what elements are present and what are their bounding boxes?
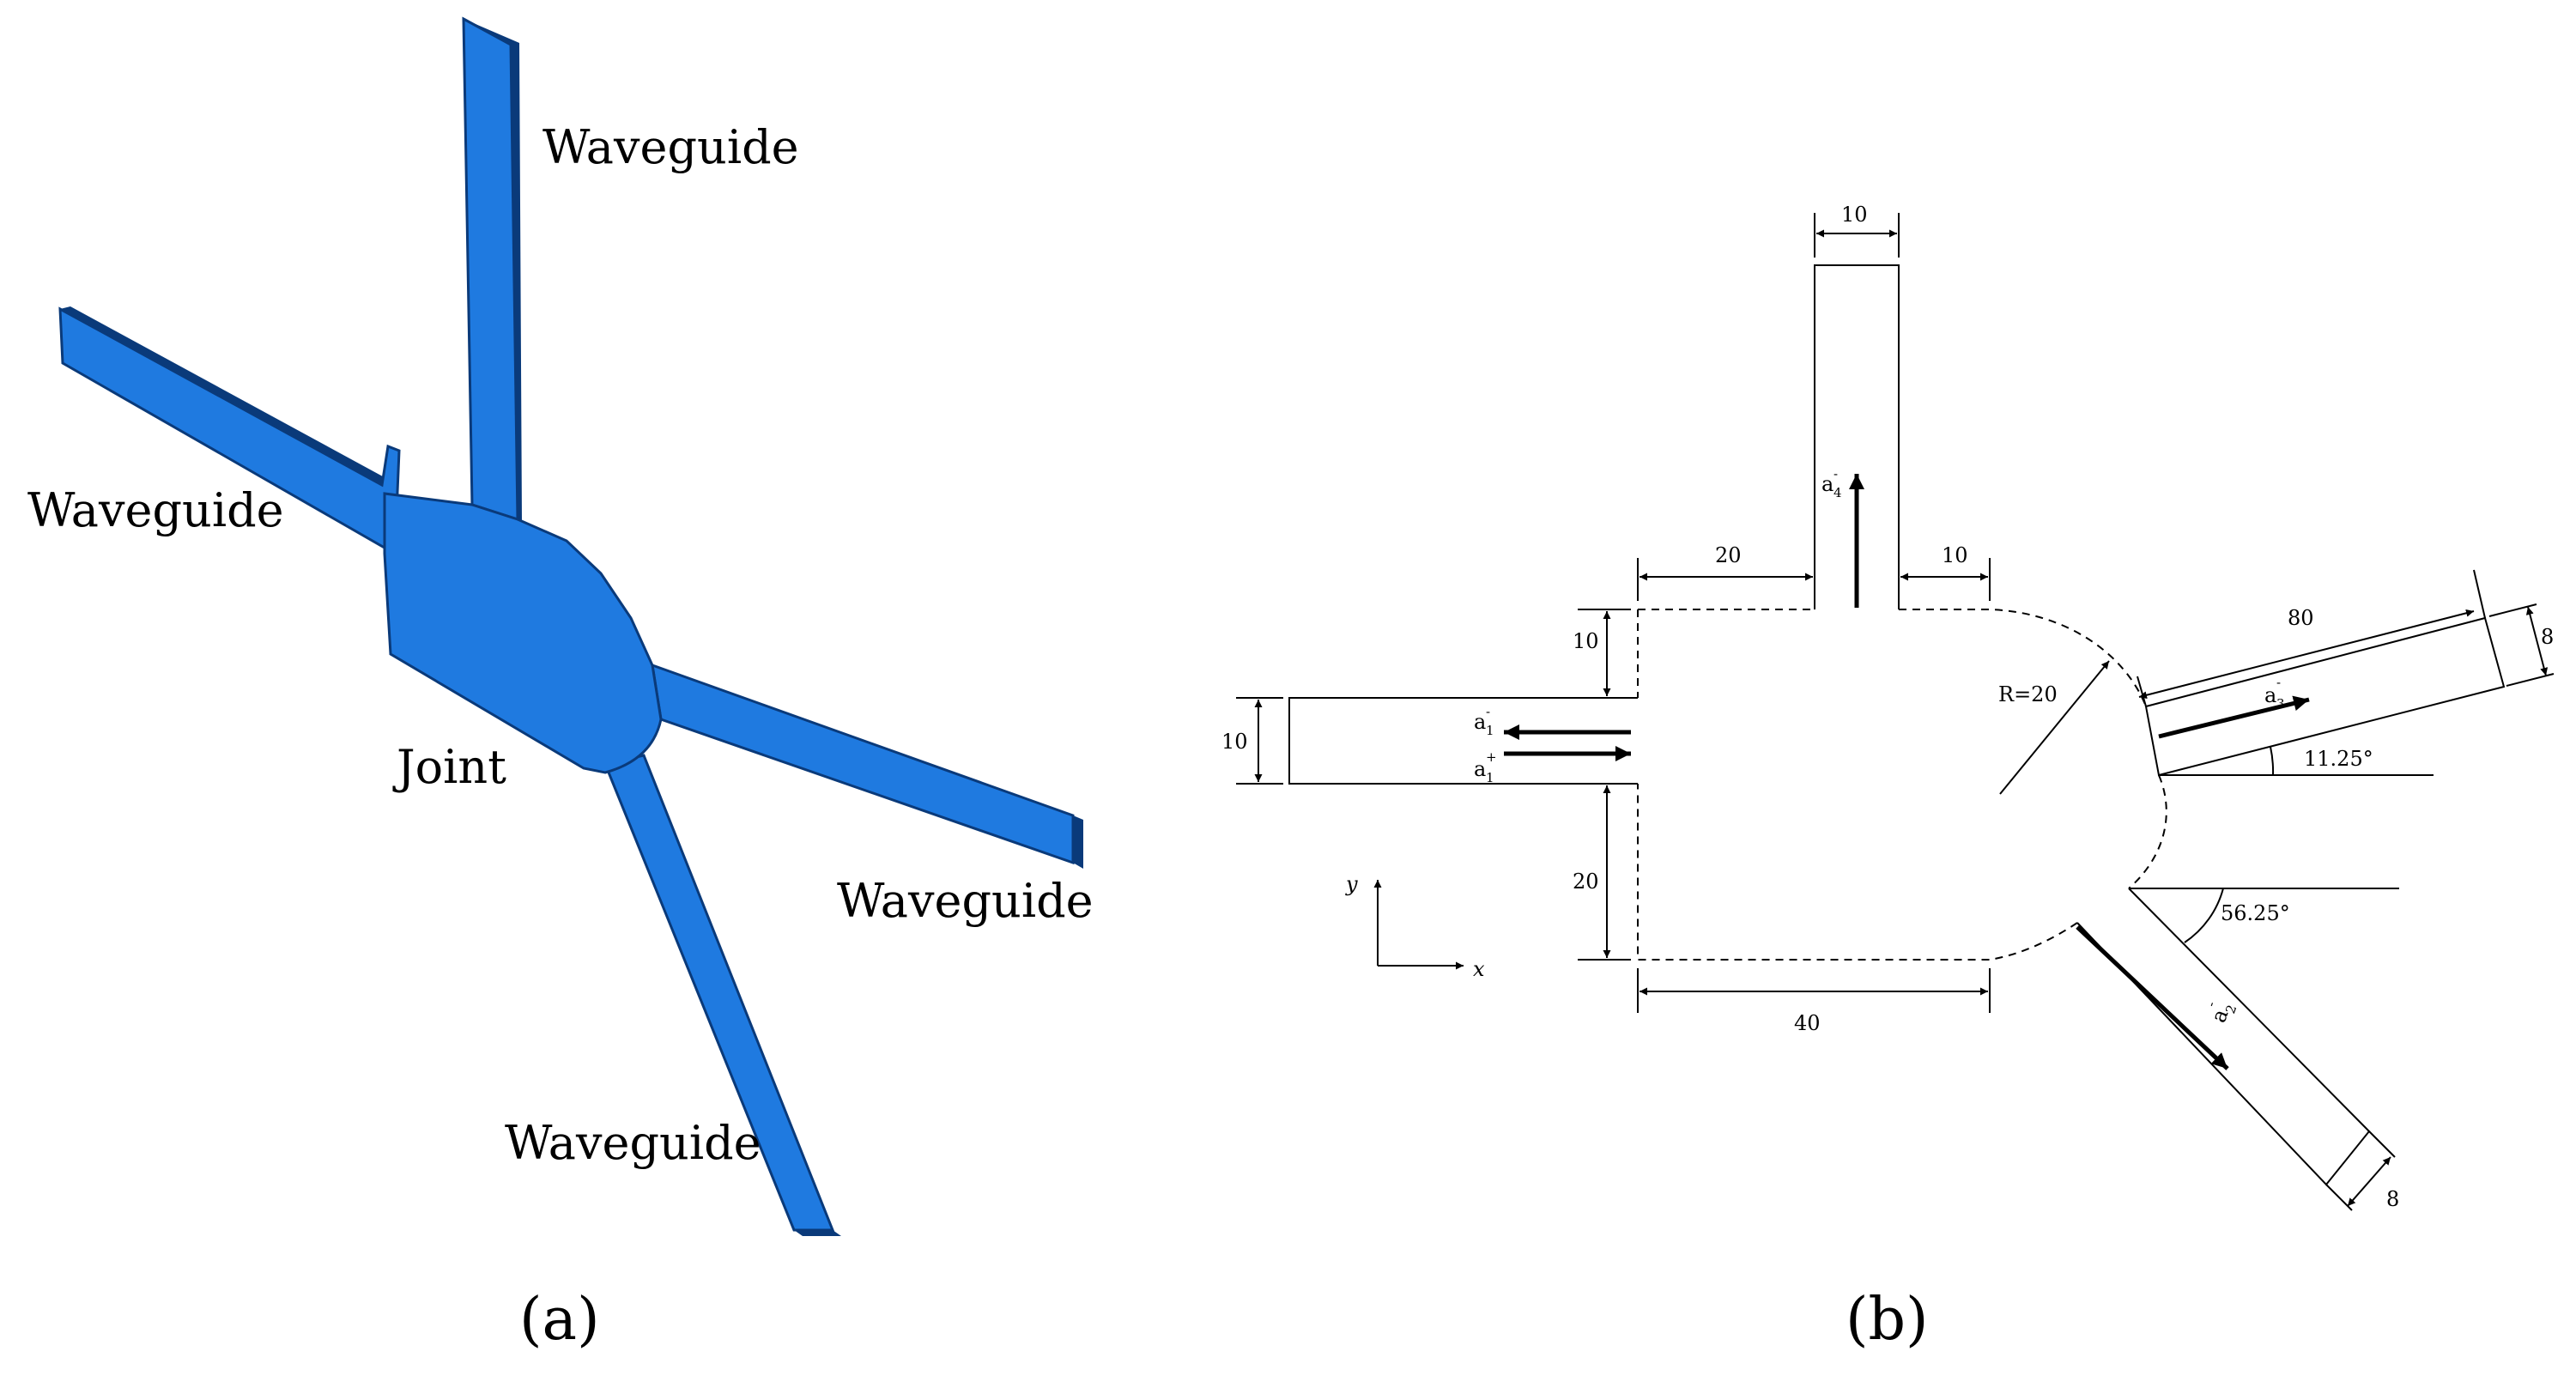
wave-label-a1-plus: a + 1 — [1474, 749, 1497, 785]
inlet-arm-outline — [1288, 697, 1638, 785]
dim-left-offset: 20 — [1715, 543, 1742, 567]
wave-arrow-a3 — [2158, 695, 2310, 739]
svg-text:3: 3 — [2276, 696, 2285, 712]
dim-arm3-width: 8 — [2541, 625, 2554, 649]
waveguide-top — [462, 16, 519, 522]
panel-b-labels: 10 20 10 10 10 20 40 R=20 80 8 8 11.25° … — [1221, 203, 2554, 1354]
waveguide-left-label: Waveguide — [27, 483, 284, 537]
svg-text:1: 1 — [1486, 723, 1494, 738]
joint-label: Joint — [392, 740, 506, 794]
angle-arm2: 56.25° — [2221, 901, 2290, 925]
caption-a: (a) — [519, 1286, 600, 1354]
dim-radius: R=20 — [1998, 682, 2058, 706]
wave-label-a3: a - 3 — [2264, 675, 2285, 712]
svg-text:-: - — [2203, 999, 2220, 1009]
svg-text:a: a — [2264, 683, 2276, 707]
dim-lower-height: 20 — [1573, 870, 1599, 894]
svg-text:-: - — [1834, 466, 1838, 482]
dim-inlet-width: 10 — [1221, 730, 1248, 754]
dim-arm2-width: 8 — [2386, 1187, 2399, 1211]
wave-label-a2: a - 2 — [2203, 999, 2240, 1026]
svg-text:-: - — [2276, 675, 2281, 690]
wave-label-a1-minus: a - 1 — [1474, 704, 1494, 738]
svg-text:a: a — [1821, 472, 1834, 496]
joint-boundary — [1637, 609, 2167, 961]
axis-y-label: y — [1345, 872, 1358, 896]
waveguide-top-label: Waveguide — [542, 120, 799, 174]
dim-right-offset: 10 — [1942, 543, 1968, 567]
svg-text:+: + — [1486, 749, 1497, 765]
svg-text:1: 1 — [1486, 770, 1494, 785]
joint — [383, 492, 663, 774]
arm2-outline — [2076, 888, 2371, 1186]
dim-bottom-length: 40 — [1794, 1011, 1821, 1035]
svg-text:a: a — [1474, 710, 1486, 734]
panel-a: Waveguide Waveguide Waveguide Waveguide … — [27, 16, 1094, 1354]
angle-arm3: 11.25° — [2304, 747, 2373, 771]
svg-text:-: - — [1486, 704, 1490, 719]
waveguide-right-label: Waveguide — [837, 874, 1094, 928]
dim-upper-height: 10 — [1573, 629, 1599, 653]
top-arm-outline — [1814, 264, 1900, 609]
axis-x-label: x — [1473, 957, 1485, 981]
waveguide-bottom-label: Waveguide — [505, 1116, 761, 1170]
dim-arm3-length: 80 — [2288, 606, 2314, 630]
waveguide-right — [651, 663, 1075, 865]
svg-text:4: 4 — [1834, 485, 1842, 500]
wave-arrow-a2 — [2076, 925, 2229, 1070]
wave-label-a4: a - 4 — [1821, 466, 1842, 500]
caption-b: (b) — [1846, 1286, 1929, 1354]
dim-top-width: 10 — [1841, 203, 1868, 227]
svg-text:a: a — [1474, 757, 1486, 781]
waveguide-left — [58, 306, 401, 556]
panel-b — [1236, 213, 2555, 1211]
